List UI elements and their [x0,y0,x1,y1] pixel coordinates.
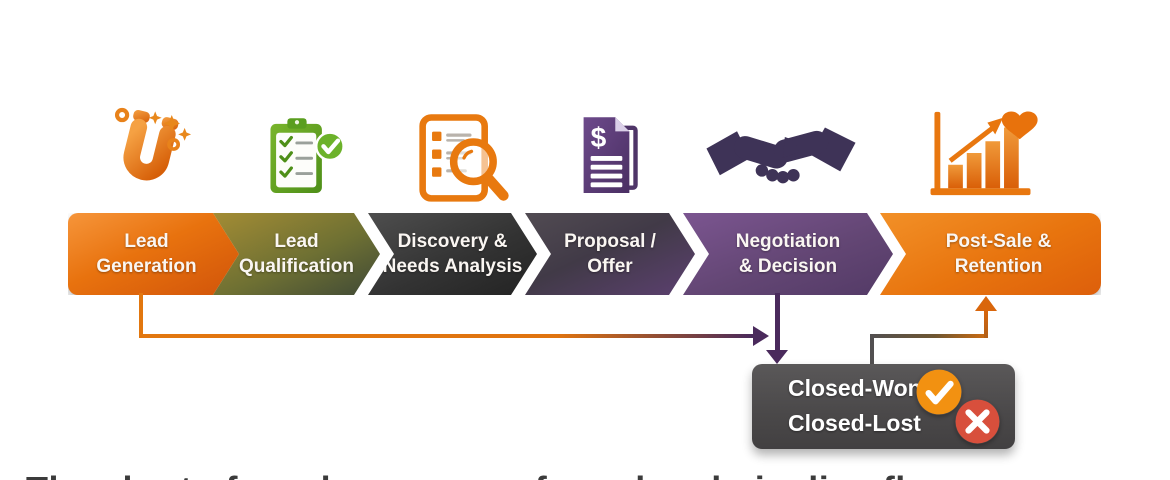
arrowhead-up-icon [975,296,997,311]
stage-post-sale-retention: Post-Sale & Retention [880,213,1101,295]
closed-won-label: Closed-Won [788,375,922,401]
stage-discovery-needs-analysis: Discovery & Needs Analysis [368,213,537,295]
stage-label: Generation [96,256,197,277]
bottom-caption: The chart of a sales process funnel and … [26,469,957,480]
arrowhead-down-icon [766,350,788,364]
stage-label: Lead [124,231,169,252]
connector-up-to-postsale [984,310,988,338]
won-check-icon [916,369,962,415]
stage-label: Qualification [238,256,355,277]
connector-negotiation-down [775,293,780,351]
outcome-box: Closed-Won Closed-Lost [752,364,1015,449]
stage-negotiation-decision: Negotiation & Decision [683,213,893,295]
growth-heart-icon [922,104,1040,202]
stage-label: Offer [587,256,633,277]
closed-lost-label: Closed-Lost [788,410,921,436]
arrowhead-right-icon [753,326,769,346]
stage-label: Lead [274,231,319,252]
stage-label: Retention [954,256,1043,277]
stage-label: Discovery & [397,231,508,252]
lost-cross-icon [955,399,1000,444]
magnet-icon [100,104,192,207]
connector-horizontal-to-postsale [870,334,988,338]
stage-label: Negotiation [735,231,841,252]
connector-outcome-up [870,336,874,365]
stage-label: & Decision [738,256,838,277]
stage-lead-generation: Lead Generation [68,213,239,295]
connector-lead-gen-down [139,293,143,336]
stage-label: Needs Analysis [382,256,523,277]
proposal-dollar-document-icon: $ [566,108,654,204]
stage-lead-qualification: Lead Qualification [213,213,380,295]
handshake-icon [700,116,862,202]
stage-label: Post-Sale & [945,231,1052,252]
checklist-clipboard-icon [256,108,346,204]
stage-proposal-offer: Proposal / Offer [525,213,695,295]
connector-horizontal-to-outcome [139,334,753,338]
svg-text:$: $ [591,122,607,153]
discovery-search-icon [408,110,520,204]
stage-label: Proposal / [564,231,656,252]
